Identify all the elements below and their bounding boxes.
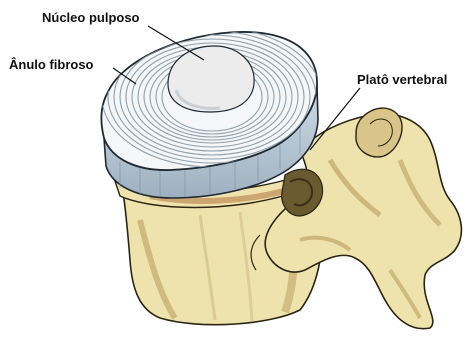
label-nucleus-pulposus: Núcleo pulposo bbox=[42, 10, 140, 25]
label-vertebral-endplate: Platô vertebral bbox=[357, 72, 447, 87]
label-annulus-fibrosus: Ânulo fibroso bbox=[9, 57, 94, 72]
